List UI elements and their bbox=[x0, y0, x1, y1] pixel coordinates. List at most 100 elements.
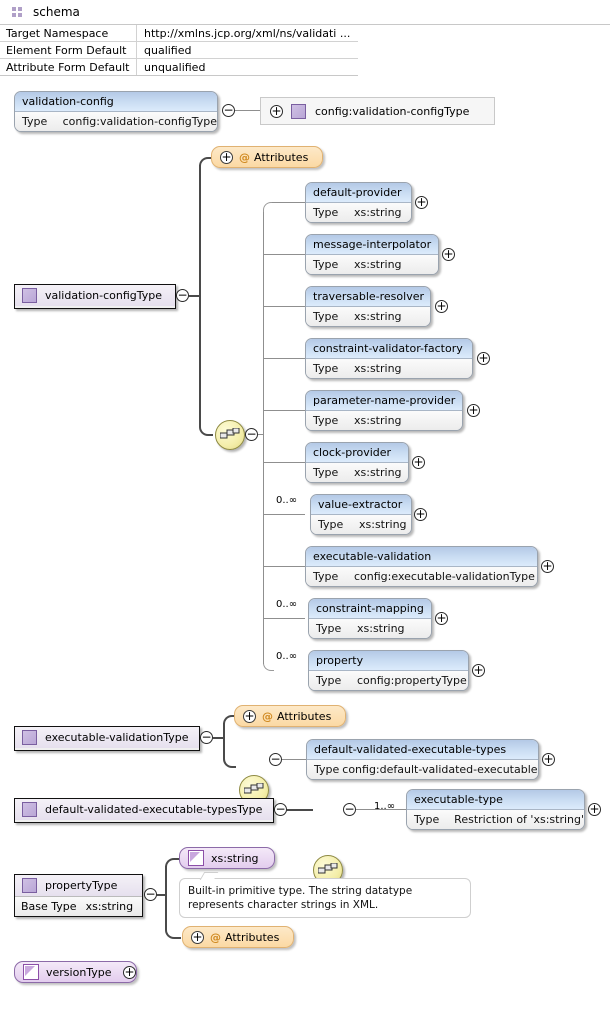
element-constraint-validator-factory[interactable]: constraint-validator-factory Type xs:str… bbox=[305, 338, 473, 379]
element-parameter-name-provider[interactable]: parameter-name-provider Type xs:string bbox=[305, 390, 463, 431]
connector-line bbox=[282, 759, 306, 760]
toggle-constraint-validator-factory[interactable]: + bbox=[477, 351, 490, 365]
type-key: Type bbox=[313, 362, 339, 375]
type-value: xs:string bbox=[354, 362, 402, 375]
element-executable-type[interactable]: executable-type Type Restriction of 'xs:… bbox=[406, 789, 585, 830]
table-row: Attribute Form Default unqualified bbox=[0, 59, 358, 76]
toggle-default-validated-executable-types[interactable]: + bbox=[542, 752, 555, 766]
base-type-label: xs:string bbox=[211, 851, 259, 865]
element-type-row: Type config:executable-validationType bbox=[306, 567, 537, 586]
toggle-validation-config[interactable]: − bbox=[222, 103, 235, 117]
sequence-icon[interactable] bbox=[215, 420, 245, 450]
toggle-property[interactable]: + bbox=[472, 663, 485, 677]
toggle-executable-type[interactable]: + bbox=[588, 802, 601, 816]
type-propertyType[interactable]: propertyType Base Type xs:string bbox=[14, 874, 143, 917]
property-value: qualified bbox=[144, 43, 192, 57]
type-key: Type bbox=[314, 763, 340, 776]
element-clock-provider[interactable]: clock-provider Type xs:string bbox=[305, 442, 409, 483]
type-executable-validationType[interactable]: executable-validationType bbox=[14, 726, 200, 751]
type-name: default-validated-executable-typesType bbox=[45, 803, 263, 816]
element-message-interpolator[interactable]: message-interpolator Type xs:string bbox=[305, 234, 439, 275]
element-value-extractor[interactable]: value-extractor Type xs:string bbox=[310, 494, 412, 535]
element-name: parameter-name-provider bbox=[306, 391, 462, 411]
toggle-sequence[interactable]: − bbox=[245, 427, 258, 441]
toggle-message-interpolator[interactable]: + bbox=[442, 247, 455, 261]
toggle-sequence[interactable]: − bbox=[343, 802, 356, 816]
type-key: Type bbox=[313, 466, 339, 479]
toggle-default-validated-executable-typesType[interactable]: − bbox=[274, 802, 287, 816]
element-name: traversable-resolver bbox=[306, 287, 430, 307]
element-name: property bbox=[309, 651, 468, 671]
connector-curve bbox=[263, 202, 274, 212]
connector-line bbox=[272, 202, 305, 203]
connector-line bbox=[264, 514, 305, 515]
toggle-attributes[interactable]: + bbox=[220, 149, 233, 164]
schema-title: schema bbox=[33, 5, 80, 19]
toggle-attributes[interactable]: + bbox=[191, 929, 204, 944]
type-key: Type bbox=[414, 813, 440, 826]
element-name: executable-validation bbox=[306, 547, 537, 567]
connector-curve bbox=[263, 661, 274, 671]
element-name: constraint-validator-factory bbox=[306, 339, 472, 359]
base-type-key: Base Type bbox=[21, 900, 77, 913]
cardinality-constraint-mapping: 0..∞ bbox=[276, 599, 298, 610]
toggle-clock-provider[interactable]: + bbox=[412, 455, 425, 469]
type-value: Restriction of 'xs:string' bbox=[454, 813, 584, 826]
element-traversable-resolver[interactable]: traversable-resolver Type xs:string bbox=[305, 286, 431, 327]
type-key: Type bbox=[316, 622, 342, 635]
connector-line bbox=[199, 295, 201, 425]
connector-line bbox=[235, 110, 260, 111]
type-key: Type bbox=[313, 414, 339, 427]
type-value: xs:string bbox=[359, 518, 407, 531]
attributes-group-propertyType[interactable]: + @ Attributes bbox=[182, 926, 294, 948]
element-default-provider[interactable]: default-provider Type xs:string bbox=[305, 182, 412, 223]
type-value: config:executable-validationType bbox=[354, 570, 535, 583]
toggle-sequence[interactable]: − bbox=[269, 752, 282, 766]
element-type-row: Type xs:string bbox=[306, 203, 411, 222]
toggle-executable-validationType[interactable]: − bbox=[200, 730, 213, 744]
toggle-validation-configType[interactable]: − bbox=[176, 288, 189, 302]
element-type-row: Type config:propertyType bbox=[309, 671, 468, 690]
element-type-row: Type xs:string bbox=[306, 255, 438, 274]
toggle-default-provider[interactable]: + bbox=[415, 195, 428, 209]
type-validation-configType[interactable]: validation-configType bbox=[14, 284, 176, 309]
toggle-executable-validation[interactable]: + bbox=[541, 559, 554, 573]
type-value: config:validation-configType bbox=[62, 115, 217, 128]
schema-title-row: schema bbox=[0, 0, 610, 25]
type-default-validated-executable-typesType[interactable]: default-validated-executable-typesType bbox=[14, 798, 274, 823]
connector-line bbox=[264, 410, 305, 411]
type-key: Type bbox=[318, 518, 344, 531]
toggle-versionType[interactable]: + bbox=[123, 965, 136, 979]
type-name-row: propertyType bbox=[15, 875, 142, 896]
element-constraint-mapping[interactable]: constraint-mapping Type xs:string bbox=[308, 598, 432, 639]
type-value: xs:string bbox=[354, 414, 402, 427]
type-value: xs:string bbox=[354, 206, 402, 219]
element-type-row: Type config:validation-configType bbox=[15, 112, 217, 131]
toggle-reference[interactable]: + bbox=[270, 103, 283, 118]
toggle-traversable-resolver[interactable]: + bbox=[435, 299, 448, 313]
toggle-attributes[interactable]: + bbox=[243, 708, 256, 723]
toggle-parameter-name-provider[interactable]: + bbox=[467, 403, 480, 417]
at-symbol-icon: @ bbox=[210, 930, 221, 944]
element-validation-config[interactable]: validation-config Type config:validation… bbox=[14, 91, 218, 132]
property-value: http://xmlns.jcp.org/xml/ns/validati ... bbox=[144, 26, 351, 40]
element-default-validated-executable-types[interactable]: default-validated-executable-types Type … bbox=[306, 739, 539, 780]
annotation-tail bbox=[199, 872, 219, 880]
attributes-group-validation-configType[interactable]: + @ Attributes bbox=[211, 146, 323, 168]
base-type-xs-string[interactable]: xs:string bbox=[179, 847, 275, 869]
type-versionType[interactable]: versionType bbox=[14, 961, 137, 983]
element-executable-validation[interactable]: executable-validation Type config:execut… bbox=[305, 546, 538, 587]
connector-line bbox=[264, 254, 305, 255]
element-type-row: Type xs:string bbox=[306, 411, 462, 430]
element-property[interactable]: property Type config:propertyType bbox=[308, 650, 469, 691]
connector-line bbox=[189, 295, 201, 297]
element-name: executable-type bbox=[407, 790, 584, 810]
attributes-group-executable-validationType[interactable]: + @ Attributes bbox=[234, 705, 346, 727]
reference-config-validation-configType[interactable]: + config:validation-configType bbox=[260, 97, 495, 125]
toggle-value-extractor[interactable]: + bbox=[414, 507, 427, 521]
connector-line bbox=[263, 210, 264, 470]
toggle-constraint-mapping[interactable]: + bbox=[435, 611, 448, 625]
toggle-propertyType[interactable]: − bbox=[144, 887, 157, 901]
connector-curve bbox=[199, 424, 213, 436]
